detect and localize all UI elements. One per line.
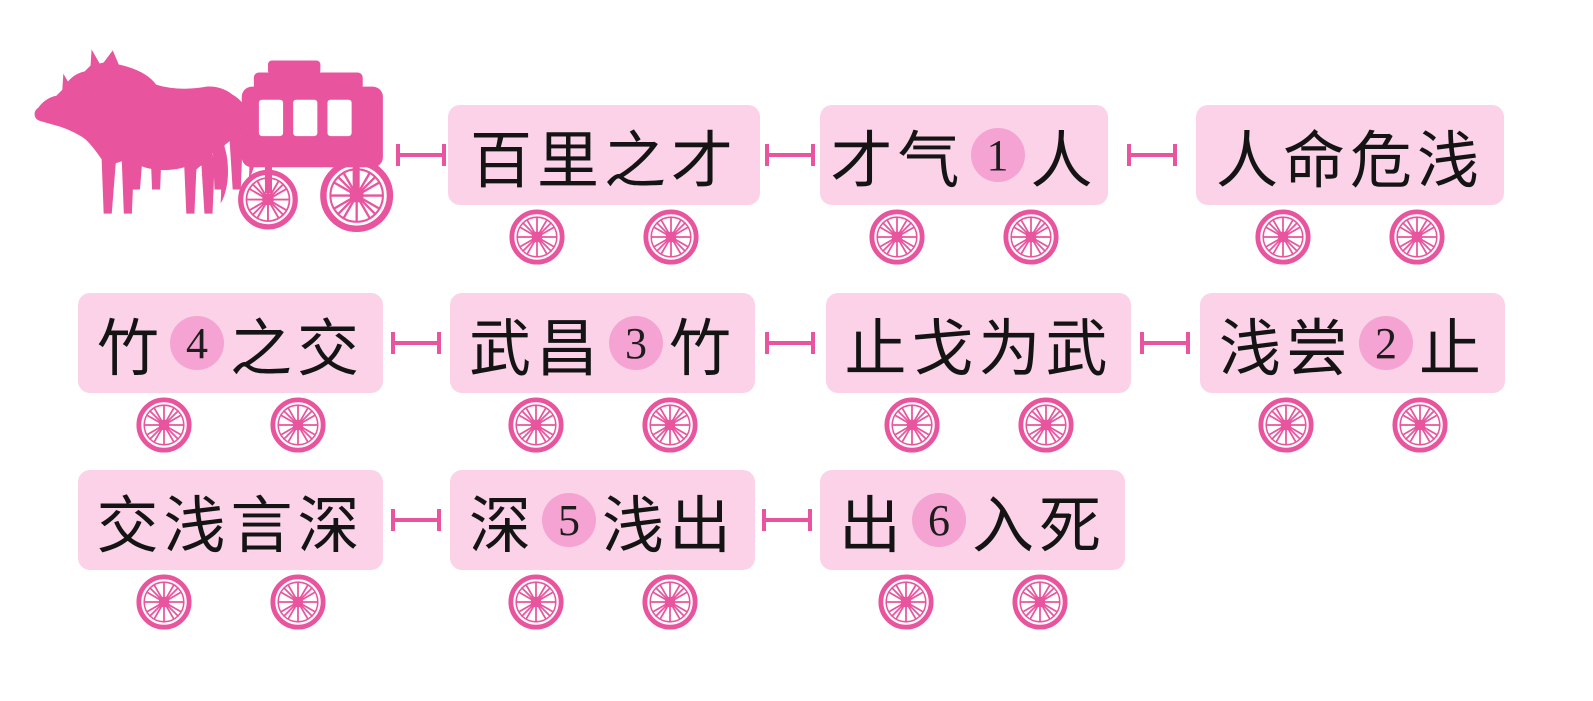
wagon-text: 交浅言深 (96, 493, 365, 561)
coupler-link (391, 332, 441, 354)
blank-number[interactable]: 4 (170, 316, 224, 370)
wagon-body: 出 6 入死 (820, 470, 1125, 570)
wagon-text: 竹 (96, 316, 164, 384)
wagon-body: 交浅言深 (78, 470, 383, 570)
wagon-text: 武昌 (468, 316, 603, 384)
wagon-wheels (448, 208, 760, 266)
wagon-wheels (1200, 396, 1505, 454)
wagon-body: 竹 4 之交 (78, 293, 383, 393)
wheel-icon (135, 396, 193, 454)
wheel-icon (269, 573, 327, 631)
wagon-text: 百里之才 (469, 128, 738, 196)
blank-number[interactable]: 6 (912, 493, 966, 547)
wheel-icon (1011, 573, 1069, 631)
wagon-wheels (450, 573, 755, 631)
wagon-wheels (820, 208, 1108, 266)
wagon-body: 止戈为武 (826, 293, 1131, 393)
wagon-wheels (826, 396, 1131, 454)
wagon-body: 深 5 浅出 (450, 470, 755, 570)
wagon-text: 浅出 (602, 493, 737, 561)
wagon-text: 之交 (230, 316, 365, 384)
blank-number[interactable]: 2 (1359, 316, 1413, 370)
wheel-icon (135, 573, 193, 631)
wagon: 竹 4 之交 (78, 293, 383, 454)
wagon-text: 止 (1419, 316, 1487, 384)
wheel-icon (1391, 396, 1449, 454)
wheel-icon (508, 208, 566, 266)
wagon-text: 人命危浅 (1215, 128, 1484, 196)
wagon-text: 深 (468, 493, 536, 561)
wagon-body: 武昌 3 竹 (450, 293, 755, 393)
wagon-wheels (1196, 208, 1504, 266)
wagon-wheels (78, 396, 383, 454)
wagon-wheels (820, 573, 1125, 631)
wheel-icon (877, 573, 935, 631)
blank-number[interactable]: 3 (609, 316, 663, 370)
wheel-icon (1254, 208, 1312, 266)
wheel-icon (1002, 208, 1060, 266)
wagon-body: 百里之才 (448, 105, 760, 205)
coupler-link (396, 144, 446, 166)
wheel-icon (642, 208, 700, 266)
wheel-icon (641, 396, 699, 454)
wheel-icon (641, 573, 699, 631)
wheel-icon (868, 208, 926, 266)
wagon: 出 6 入死 (820, 470, 1125, 631)
wagon: 武昌 3 竹 (450, 293, 755, 454)
wagon-wheels (78, 573, 383, 631)
wagon: 人命危浅 (1196, 105, 1504, 266)
wheel-icon (883, 396, 941, 454)
wagon-body: 才气 1 人 (820, 105, 1108, 205)
wheel-icon (1388, 208, 1446, 266)
wagon-text: 入死 (972, 493, 1107, 561)
wheel-icon (269, 396, 327, 454)
coupler-link (1140, 332, 1190, 354)
wagon: 深 5 浅出 (450, 470, 755, 631)
wagon-text: 止戈为武 (844, 316, 1113, 384)
wagon: 止戈为武 (826, 293, 1131, 454)
wagon: 百里之才 (448, 105, 760, 266)
coupler-link (391, 509, 441, 531)
wagon-text: 浅尝 (1218, 316, 1353, 384)
wagon-text: 竹 (669, 316, 737, 384)
blank-number[interactable]: 5 (542, 493, 596, 547)
wagon-text: 人 (1030, 128, 1098, 196)
coupler-link (762, 509, 812, 531)
blank-number[interactable]: 1 (970, 128, 1025, 182)
wheel-icon (1017, 396, 1075, 454)
wagon: 浅尝 2 止 (1200, 293, 1505, 454)
wagon-text: 出 (838, 493, 906, 561)
horse-carriage-icon (34, 49, 398, 244)
wagon-body: 浅尝 2 止 (1200, 293, 1505, 393)
wheel-icon (507, 396, 565, 454)
coupler-link (765, 332, 815, 354)
wheel-icon (507, 573, 565, 631)
coupler-link (765, 144, 815, 166)
wagon-body: 人命危浅 (1196, 105, 1504, 205)
wheel-icon (1257, 396, 1315, 454)
wagon: 交浅言深 (78, 470, 383, 631)
wagon: 才气 1 人 (820, 105, 1108, 266)
wagon-text: 才气 (830, 128, 965, 196)
wagon-wheels (450, 396, 755, 454)
coupler-link (1127, 144, 1177, 166)
